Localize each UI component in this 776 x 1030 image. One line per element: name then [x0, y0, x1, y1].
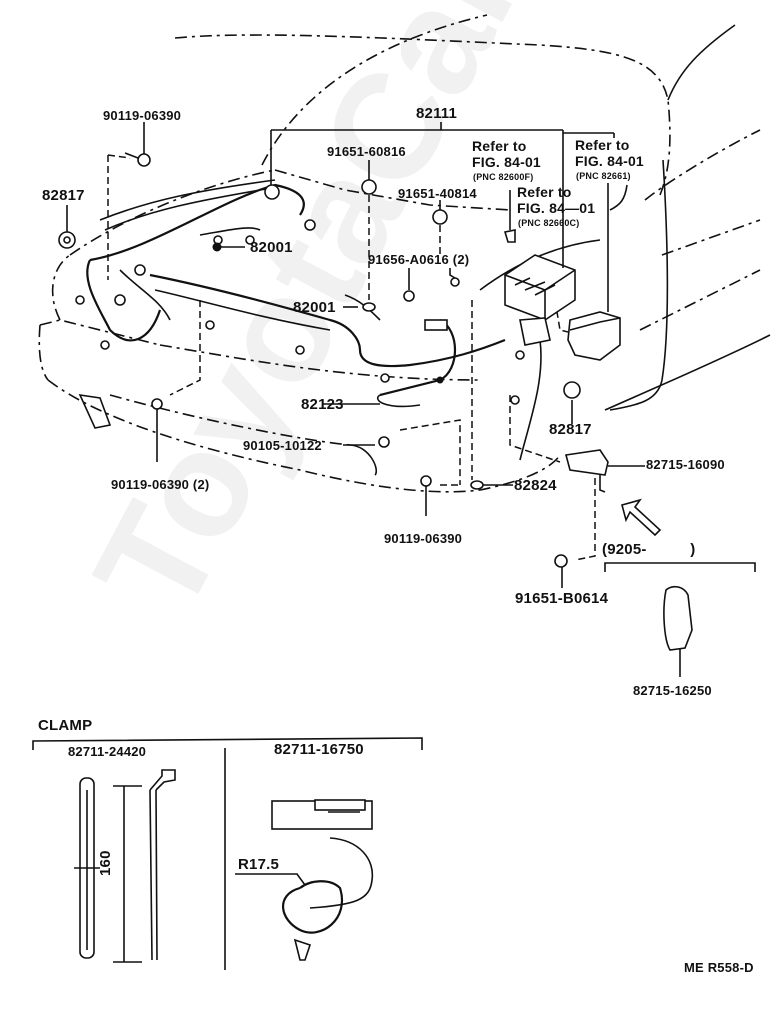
callout-bolt-top-left: 90119-06390	[103, 108, 182, 123]
reference-2-line2: FIG. 84-01	[575, 153, 644, 169]
callout-date-range: (9205- )	[602, 541, 696, 558]
clamp-2-part-number: 82711-16750	[274, 741, 364, 758]
diagram-code: ME R558-D	[684, 960, 754, 975]
callout-bolt-lower-left: 90119-06390 (2)	[111, 477, 210, 492]
car-body-outline	[38, 14, 771, 493]
callout-sub-harness: 82123	[301, 396, 344, 413]
reference-3-line2: FIG. 84—01	[517, 200, 596, 216]
reference-1-pnc: (PNC 82600F)	[473, 172, 534, 182]
callout-bolt-center: 91656-A0616 (2)	[368, 252, 470, 267]
callout-grommet-left: 82817	[42, 187, 85, 204]
clamp-section-title: CLAMP	[38, 717, 93, 734]
callout-connector-center: 82001	[293, 299, 336, 316]
clamp-section	[32, 737, 423, 970]
fasteners	[58, 152, 693, 651]
callout-clamp-b-2: 91651-40814	[398, 186, 477, 201]
reference-2-pnc: (PNC 82661)	[576, 171, 631, 181]
clamp-1-part-number: 82711-24420	[68, 744, 147, 759]
reference-2-line1: Refer to	[575, 137, 630, 153]
callout-bolt-lower-center: 90105-10122	[243, 438, 322, 453]
clamp-2-dimension: R17.5	[238, 856, 280, 873]
wire-harness	[75, 183, 525, 408]
callout-bolt-bracket: 91651-B0614	[515, 590, 609, 607]
leader-lines	[66, 122, 756, 677]
callout-connector-upper: 82001	[250, 239, 293, 256]
reference-3-pnc: (PNC 82660C)	[518, 218, 580, 228]
relay-block	[504, 254, 621, 361]
callout-grommet-right: 82817	[549, 421, 592, 438]
clamp-1-dimension: 160	[97, 850, 114, 876]
callout-bracket-alt: 82715-16250	[633, 683, 712, 698]
callout-bolt-lower-right: 90119-06390	[384, 531, 463, 546]
reference-3-line1: Refer to	[517, 184, 572, 200]
reference-1-line1: Refer to	[472, 138, 527, 154]
callout-main-harness: 82111	[416, 105, 458, 122]
callout-bracket: 82715-16090	[646, 457, 725, 472]
reference-1-line2: FIG. 84-01	[472, 154, 541, 170]
callout-clamp-b-1: 91651-60816	[327, 144, 406, 159]
callout-clip: 82824	[514, 477, 557, 494]
